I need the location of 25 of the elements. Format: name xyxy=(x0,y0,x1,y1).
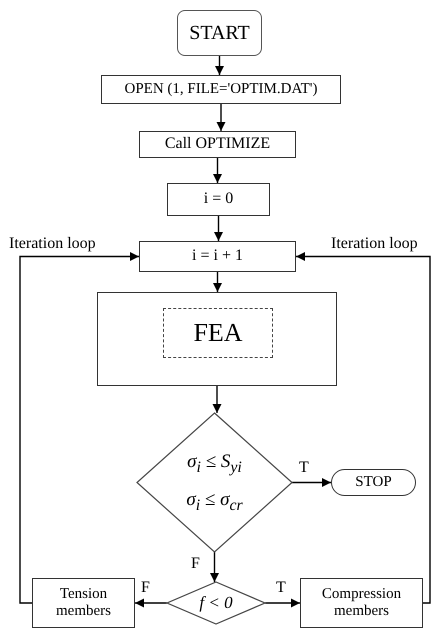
arrow xyxy=(216,104,226,131)
process-box: OPEN (1, FILE='OPTIM.DAT') xyxy=(101,75,341,104)
arrow xyxy=(265,598,300,608)
arrow xyxy=(213,272,222,292)
edge-label: Iteration loop xyxy=(330,236,419,252)
process-box: i = i + 1 xyxy=(139,241,296,272)
process-box: i = 0 xyxy=(167,183,270,216)
process-box: Tension members xyxy=(32,578,135,628)
arrow xyxy=(214,216,223,241)
arrow xyxy=(212,386,222,413)
arrow xyxy=(213,158,222,183)
arrow xyxy=(215,56,224,75)
stop-terminal: STOP xyxy=(331,469,416,496)
decision-diamond: f < 0 xyxy=(167,582,265,624)
process-box: Call OPTIMIZE xyxy=(139,131,296,158)
start-terminal: START xyxy=(177,10,262,56)
arrow xyxy=(296,252,431,604)
process-box: Compression members xyxy=(300,578,423,628)
process-box xyxy=(97,292,337,386)
arrow xyxy=(210,552,219,582)
arrow xyxy=(19,252,139,604)
arrow xyxy=(135,598,167,608)
edge-label: Iteration loop xyxy=(8,236,97,252)
subprocess-box: FEA xyxy=(163,308,273,358)
arrow xyxy=(292,478,331,487)
